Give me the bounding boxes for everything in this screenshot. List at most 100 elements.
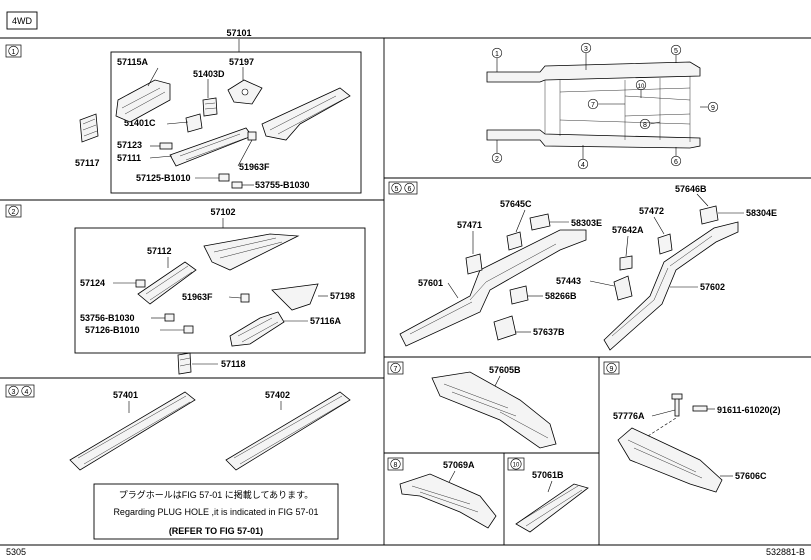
marker-8: 8 (387, 457, 404, 471)
part-57198-bracket (271, 283, 319, 311)
label-51403D: 51403D (193, 69, 225, 79)
label-57112: 57112 (147, 246, 172, 256)
marker-1: 1 (5, 44, 22, 58)
part-57111-rail (169, 127, 253, 167)
chassis-overview: 1 2 3 4 5 6 7 8 (486, 42, 719, 170)
label-57117: 57117 (75, 158, 100, 168)
part-57126-bolt (183, 325, 194, 334)
label-57123: 57123 (117, 140, 142, 150)
marker-5-6: 5 6 (388, 181, 418, 195)
label-51401C: 51401C (124, 118, 156, 128)
part-57602-frame (603, 221, 739, 351)
label-57061B: 57061B (532, 470, 564, 480)
label-51963F-a: 51963F (239, 162, 270, 172)
part-57124-clip (135, 279, 146, 288)
section-9: 9 57776A 91611-61020(2) 57606C (603, 361, 781, 493)
part-57645C-bracket (506, 231, 523, 251)
part-57637B-bracket (493, 315, 517, 341)
note-line-3: (REFER TO FIG 57-01) (169, 526, 263, 536)
label-57402: 57402 (265, 390, 290, 400)
label-58266B: 58266B (545, 291, 577, 301)
part-51963F-plug-b (240, 293, 250, 303)
section-3-4: 3 4 57401 57402 (5, 384, 351, 471)
svg-text:9: 9 (711, 105, 715, 112)
marker-overview-8: 8 (639, 118, 651, 130)
label-57472: 57472 (639, 206, 664, 216)
sheet-number-right: 532881-B (766, 547, 805, 557)
label-57606C: 57606C (735, 471, 767, 481)
svg-text:7: 7 (394, 366, 398, 373)
svg-text:5: 5 (395, 186, 399, 193)
label-57646B: 57646B (675, 184, 707, 194)
label-57197: 57197 (229, 57, 254, 67)
label-57637B: 57637B (533, 327, 565, 337)
marker-overview-10: 10 (635, 79, 647, 91)
svg-text:4: 4 (25, 389, 29, 396)
part-58266B-bracket (509, 285, 529, 305)
sheet-number-left: 5305 (6, 547, 26, 557)
label-51963F-b: 51963F (182, 292, 213, 302)
svg-text:10: 10 (638, 84, 645, 90)
part-51403D-plate (202, 97, 218, 117)
part-57125-bolt (218, 173, 230, 182)
label-53755-B1030: 53755-B1030 (255, 180, 310, 190)
section-8: 8 57069A (387, 457, 497, 529)
svg-text:9: 9 (610, 366, 614, 373)
part-58303E-clip (529, 213, 551, 231)
marker-7: 7 (387, 361, 404, 375)
label-57602: 57602 (700, 282, 725, 292)
part-91611-bolt (692, 405, 708, 412)
part-57606C-crossmember (617, 427, 723, 493)
drive-type-label: 4WD (12, 16, 33, 26)
svg-text:2: 2 (495, 156, 499, 163)
svg-text:6: 6 (674, 159, 678, 166)
part-57118: 57118 (177, 352, 246, 375)
marker-overview-1: 1 (491, 47, 503, 59)
label-57069A: 57069A (443, 460, 475, 470)
label-57601: 57601 (418, 278, 443, 288)
label-57401: 57401 (113, 390, 138, 400)
part-57776A-bolt (671, 393, 683, 417)
svg-text:2: 2 (12, 209, 16, 216)
marker-10: 10 (507, 457, 525, 471)
label-58304E: 58304E (746, 208, 777, 218)
svg-text:3: 3 (584, 46, 588, 53)
marker-3-4: 3 4 (5, 384, 35, 398)
plug-hole-note: プラグホールはFIG 57-01 に掲載してあります。 Regarding PL… (93, 483, 339, 540)
marker-overview-5: 5 (670, 44, 682, 56)
part-57117-bracket (79, 113, 99, 143)
marker-overview-6: 6 (670, 155, 682, 167)
assembly-57101-box (110, 51, 362, 194)
part-57115A-side-member (115, 79, 171, 123)
part-57123-clip (159, 142, 173, 150)
label-57642A: 57642A (612, 225, 644, 235)
marker-overview-3: 3 (580, 42, 592, 54)
svg-text:8: 8 (643, 122, 647, 129)
note-line-1: プラグホールはFIG 57-01 に掲載してあります。 (119, 489, 314, 500)
part-57102-upper-rail (203, 233, 300, 271)
label-57471: 57471 (457, 220, 482, 230)
svg-text:4: 4 (581, 162, 585, 169)
svg-text:6: 6 (408, 186, 412, 193)
label-57645C: 57645C (500, 199, 532, 209)
part-57069A-crossmember (399, 473, 497, 529)
marker-overview-2: 2 (491, 152, 503, 164)
svg-text:10: 10 (513, 463, 520, 469)
svg-text:7: 7 (591, 102, 595, 109)
marker-9: 9 (603, 361, 620, 375)
svg-text:5: 5 (674, 48, 678, 55)
section-frames (0, 37, 811, 546)
svg-text:8: 8 (394, 462, 398, 469)
svg-text:3: 3 (12, 389, 16, 396)
svg-text:1: 1 (495, 51, 499, 58)
label-91611-61020: 91611-61020(2) (717, 405, 781, 415)
marker-2: 2 (5, 204, 22, 218)
label-57115A: 57115A (117, 57, 149, 67)
section-5-6: 5 6 57645C 58303E 57471 57601 58266B 576… (388, 181, 777, 351)
part-57471-bracket (465, 253, 483, 275)
part-51963F-plug (247, 131, 257, 141)
label-57605B: 57605B (489, 365, 521, 375)
label-57443: 57443 (556, 276, 581, 286)
part-51401C-bracket (185, 113, 203, 133)
